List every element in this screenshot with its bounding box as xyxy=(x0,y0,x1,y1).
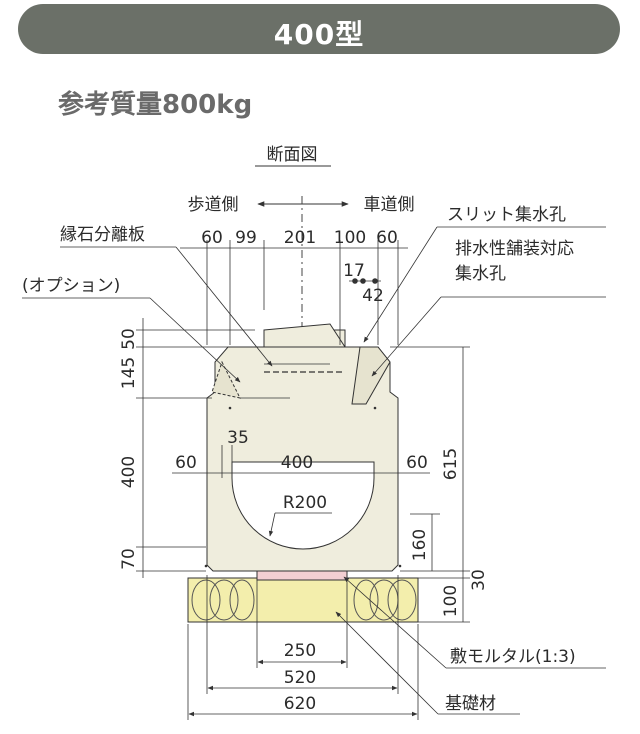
dim-w620: 620 xyxy=(284,694,316,714)
dim-v400: 400 xyxy=(119,456,139,488)
base-material-label: 基礎材 xyxy=(445,694,496,714)
inner-marks xyxy=(204,406,402,568)
inner-dimension-lines xyxy=(172,445,430,478)
separator-plate xyxy=(263,323,346,348)
right-dimension-lines xyxy=(390,346,470,623)
header-bar: 400型 xyxy=(18,4,620,54)
dim-h60-right: 60 xyxy=(406,453,428,473)
radius-label: R200 xyxy=(283,493,327,513)
dim-v100: 100 xyxy=(441,585,461,617)
base-material xyxy=(187,577,419,623)
dim-v615: 615 xyxy=(441,448,461,480)
option-label: (オプション) xyxy=(22,276,120,296)
dim-v50: 50 xyxy=(119,328,139,350)
dim-top-100: 100 xyxy=(334,228,366,248)
dim-top-201: 201 xyxy=(284,228,316,248)
roadway-side-label: 車道側 xyxy=(364,195,415,215)
dim-42: 42 xyxy=(362,286,384,306)
mortar-label: 敷モルタル(1:3) xyxy=(450,647,576,667)
mortar-arrow xyxy=(343,576,447,669)
dim-v145: 145 xyxy=(119,357,139,389)
section-title: 断面図 xyxy=(267,145,318,165)
dim-top-99: 99 xyxy=(235,228,257,248)
dim-w250: 250 xyxy=(284,641,316,661)
dim-h35: 35 xyxy=(227,428,249,448)
option-wedge xyxy=(211,360,241,399)
dim-17: 17 xyxy=(343,261,365,281)
header-title: 400型 xyxy=(273,18,365,51)
top-dimension-lines xyxy=(180,240,408,345)
reference-mass: 参考質量800kg xyxy=(58,90,253,120)
drainage-label-line2: 集水孔 xyxy=(455,264,506,284)
base-material-arrow xyxy=(335,611,439,715)
dim-h400: 400 xyxy=(281,453,313,473)
dim-w520: 520 xyxy=(284,668,316,688)
right-chamfer xyxy=(351,346,391,405)
dim-v160: 160 xyxy=(410,529,430,561)
slit-inlet-label: スリット集水孔 xyxy=(447,205,566,225)
dim-top-60-right: 60 xyxy=(376,228,398,248)
drainage-label-line1: 排水性舗装対応 xyxy=(455,239,574,259)
sidewalk-side-label: 歩道側 xyxy=(188,195,239,215)
mortar-bed xyxy=(256,570,348,581)
dim-v70: 70 xyxy=(119,548,139,570)
drainage-arrow xyxy=(371,296,442,377)
dim-h60-left: 60 xyxy=(175,453,197,473)
left-dimension-lines xyxy=(136,318,255,578)
radius-leader-arrow xyxy=(268,512,276,537)
option-arrow xyxy=(149,297,241,383)
separator-plate-label: 縁石分離板 xyxy=(60,225,145,245)
slit-inlet-arrow xyxy=(363,226,438,343)
dim-top-60-left: 60 xyxy=(201,228,223,248)
dim-v30: 30 xyxy=(469,569,489,591)
separator-plate-arrow xyxy=(175,246,273,367)
